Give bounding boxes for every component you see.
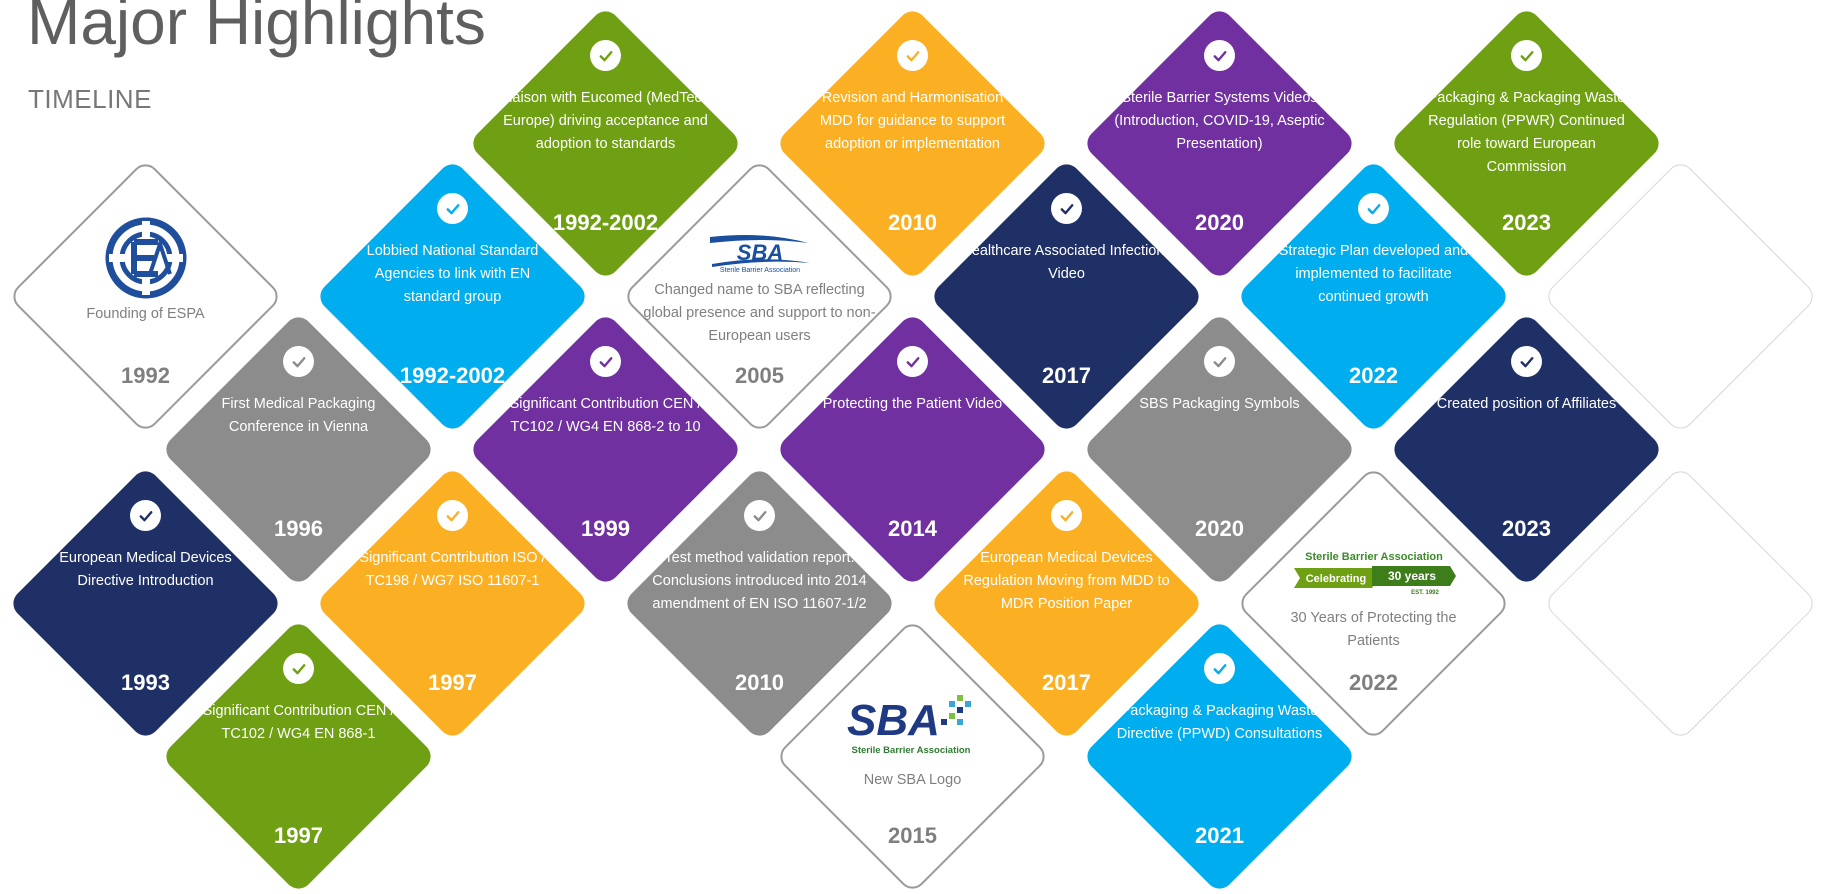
- page-title: Major Highlights: [27, 0, 486, 58]
- page-subtitle: TIMELINE: [28, 84, 152, 114]
